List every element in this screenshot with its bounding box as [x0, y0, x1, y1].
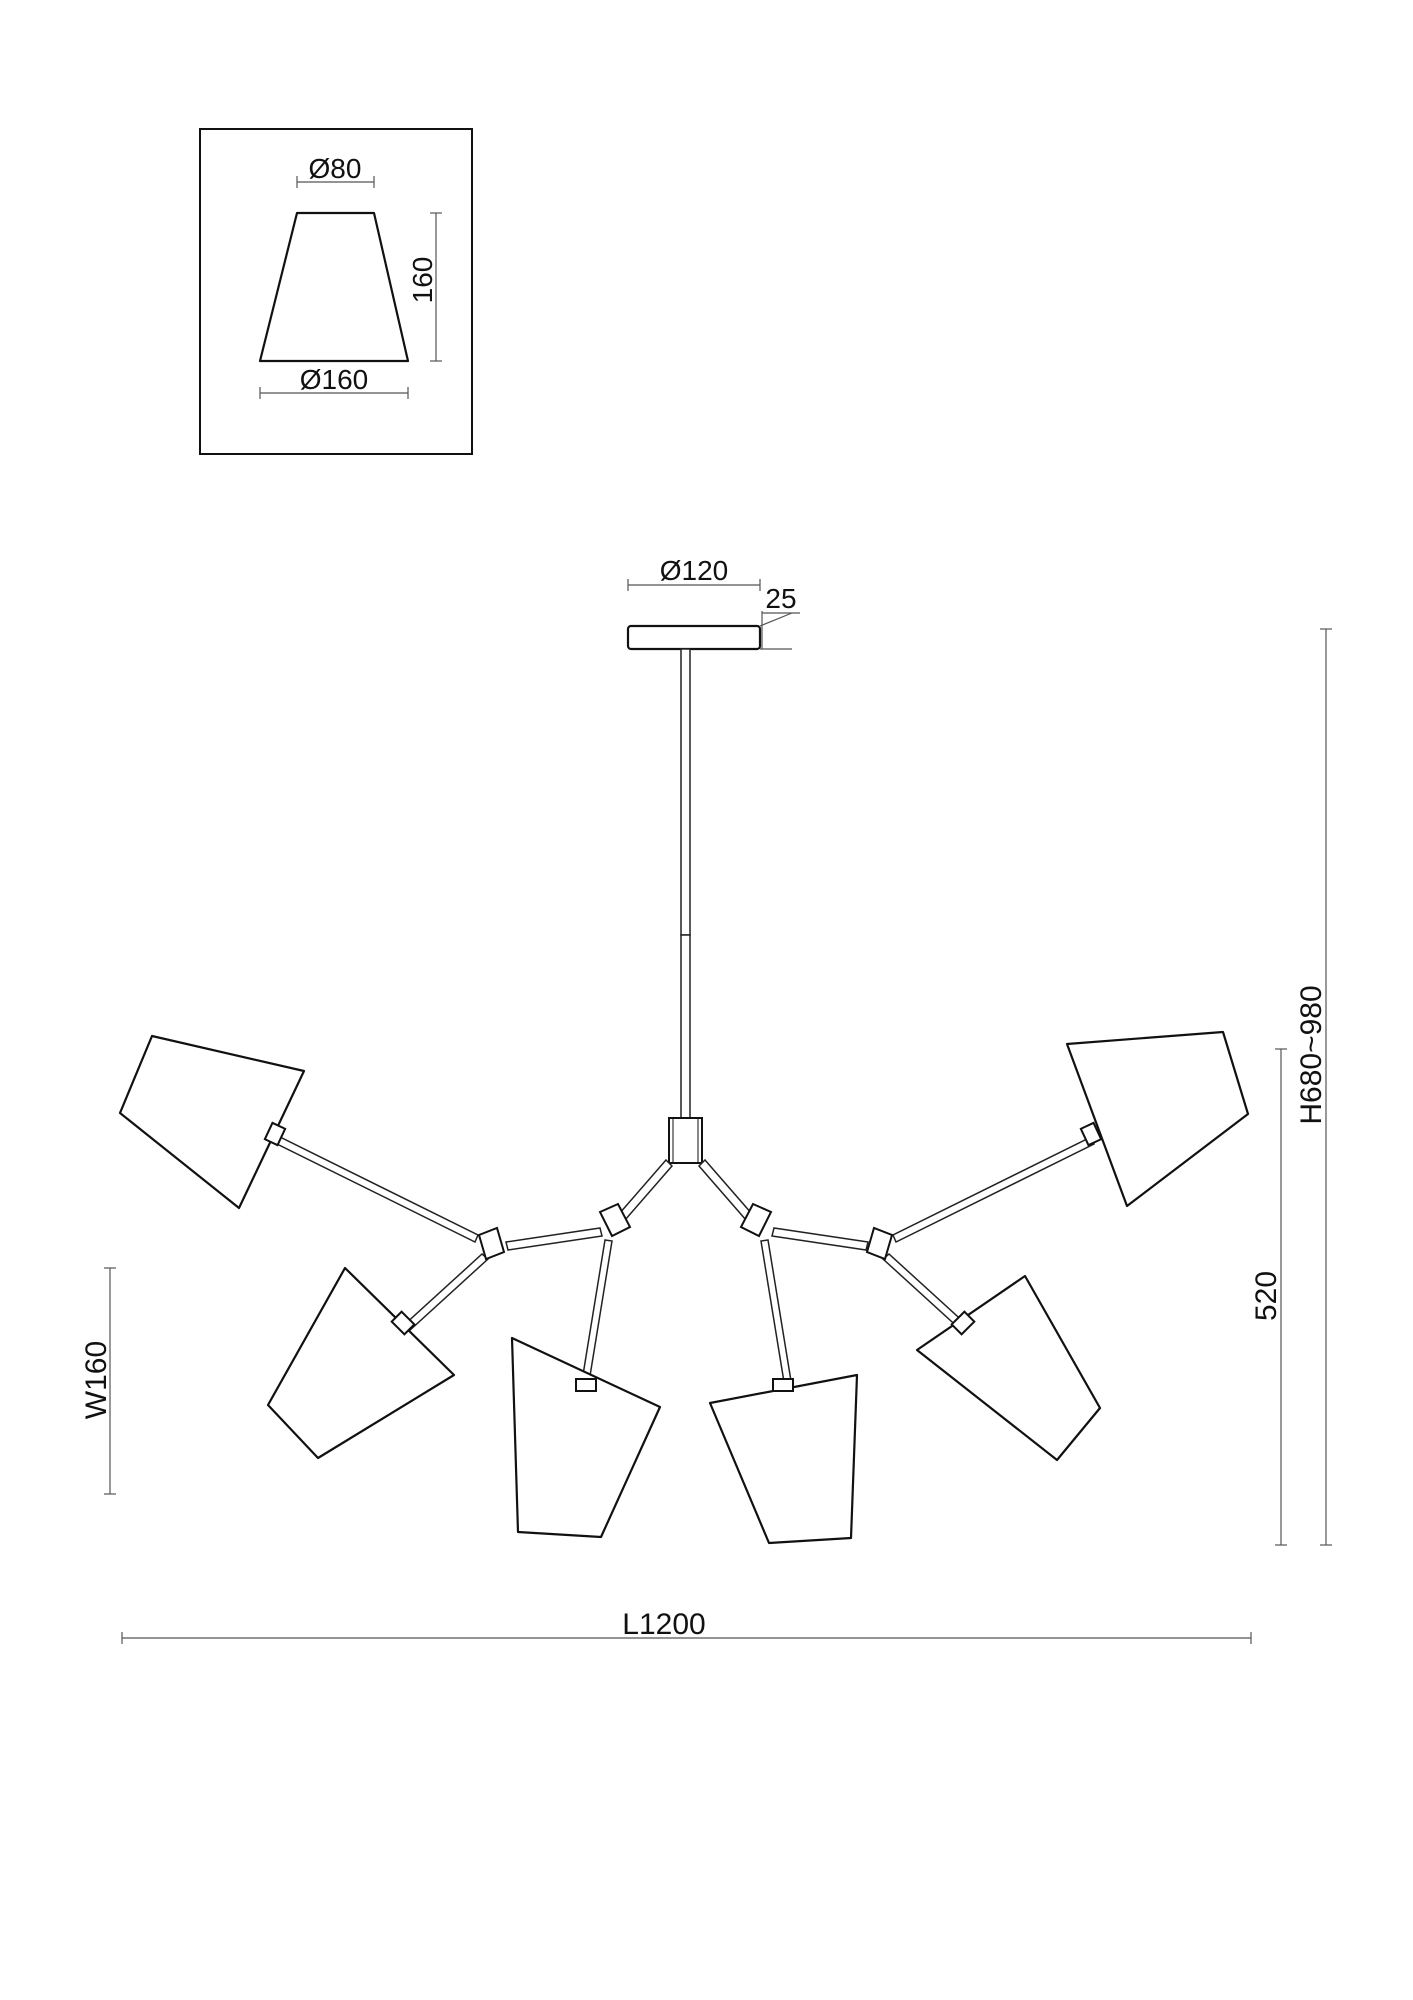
bottom-diameter-label: Ø160 [300, 364, 369, 395]
shade-detail-shape [258, 211, 410, 363]
socket-upper-left [263, 1121, 287, 1147]
arm-center-right [760, 1239, 792, 1383]
socket-center-left [575, 1378, 597, 1392]
stem-lower [680, 934, 691, 1119]
width-label: W160 [80, 1341, 113, 1419]
overall-dimensions: H680~980 520 W160 L1200 [80, 628, 1332, 1644]
joint-left-inner [598, 1202, 632, 1238]
shade-detail-inset: Ø80 Ø160 160 [199, 128, 473, 455]
overall-height-label: H680~980 [1295, 985, 1328, 1124]
socket-upper-right [1079, 1121, 1103, 1147]
shade-height-label: 160 [407, 257, 438, 304]
socket-center-right [772, 1378, 794, 1392]
arm-lower-left [401, 1253, 490, 1332]
shade-center-left [510, 1336, 662, 1539]
shade-lower-left [266, 1266, 456, 1460]
center-hub [668, 1117, 703, 1164]
arm-hub-right [697, 1158, 754, 1222]
ceiling-canopy [626, 624, 762, 651]
arm-right-mid [771, 1227, 869, 1251]
arms [276, 1135, 1095, 1383]
arm-upper-left [276, 1135, 479, 1244]
arm-upper-right [892, 1135, 1095, 1244]
arm-center-left [581, 1239, 613, 1383]
canopy-diameter-label: Ø120 [660, 555, 729, 586]
shades [118, 1030, 1250, 1545]
arm-hub-left [617, 1158, 674, 1222]
joint-right-inner [739, 1202, 773, 1238]
top-diameter-label: Ø80 [309, 153, 362, 184]
joint-left-outer [477, 1226, 506, 1261]
shade-upper-right [1065, 1030, 1250, 1208]
length-label: L1200 [622, 1608, 705, 1641]
canopy-group: Ø120 25 [626, 555, 800, 1164]
shade-upper-left [118, 1034, 306, 1210]
joint-right-outer [865, 1226, 894, 1261]
body-height-label: 520 [1250, 1271, 1283, 1321]
socket-lower-left [390, 1310, 416, 1336]
inset-frame [199, 128, 473, 455]
stem-upper [680, 648, 691, 936]
arm-left-mid [505, 1227, 603, 1251]
shade-center-right [708, 1373, 859, 1545]
canopy-thickness-leader [759, 612, 793, 627]
canopy-thickness-label: 25 [765, 583, 796, 614]
socket-lower-right [950, 1310, 976, 1336]
